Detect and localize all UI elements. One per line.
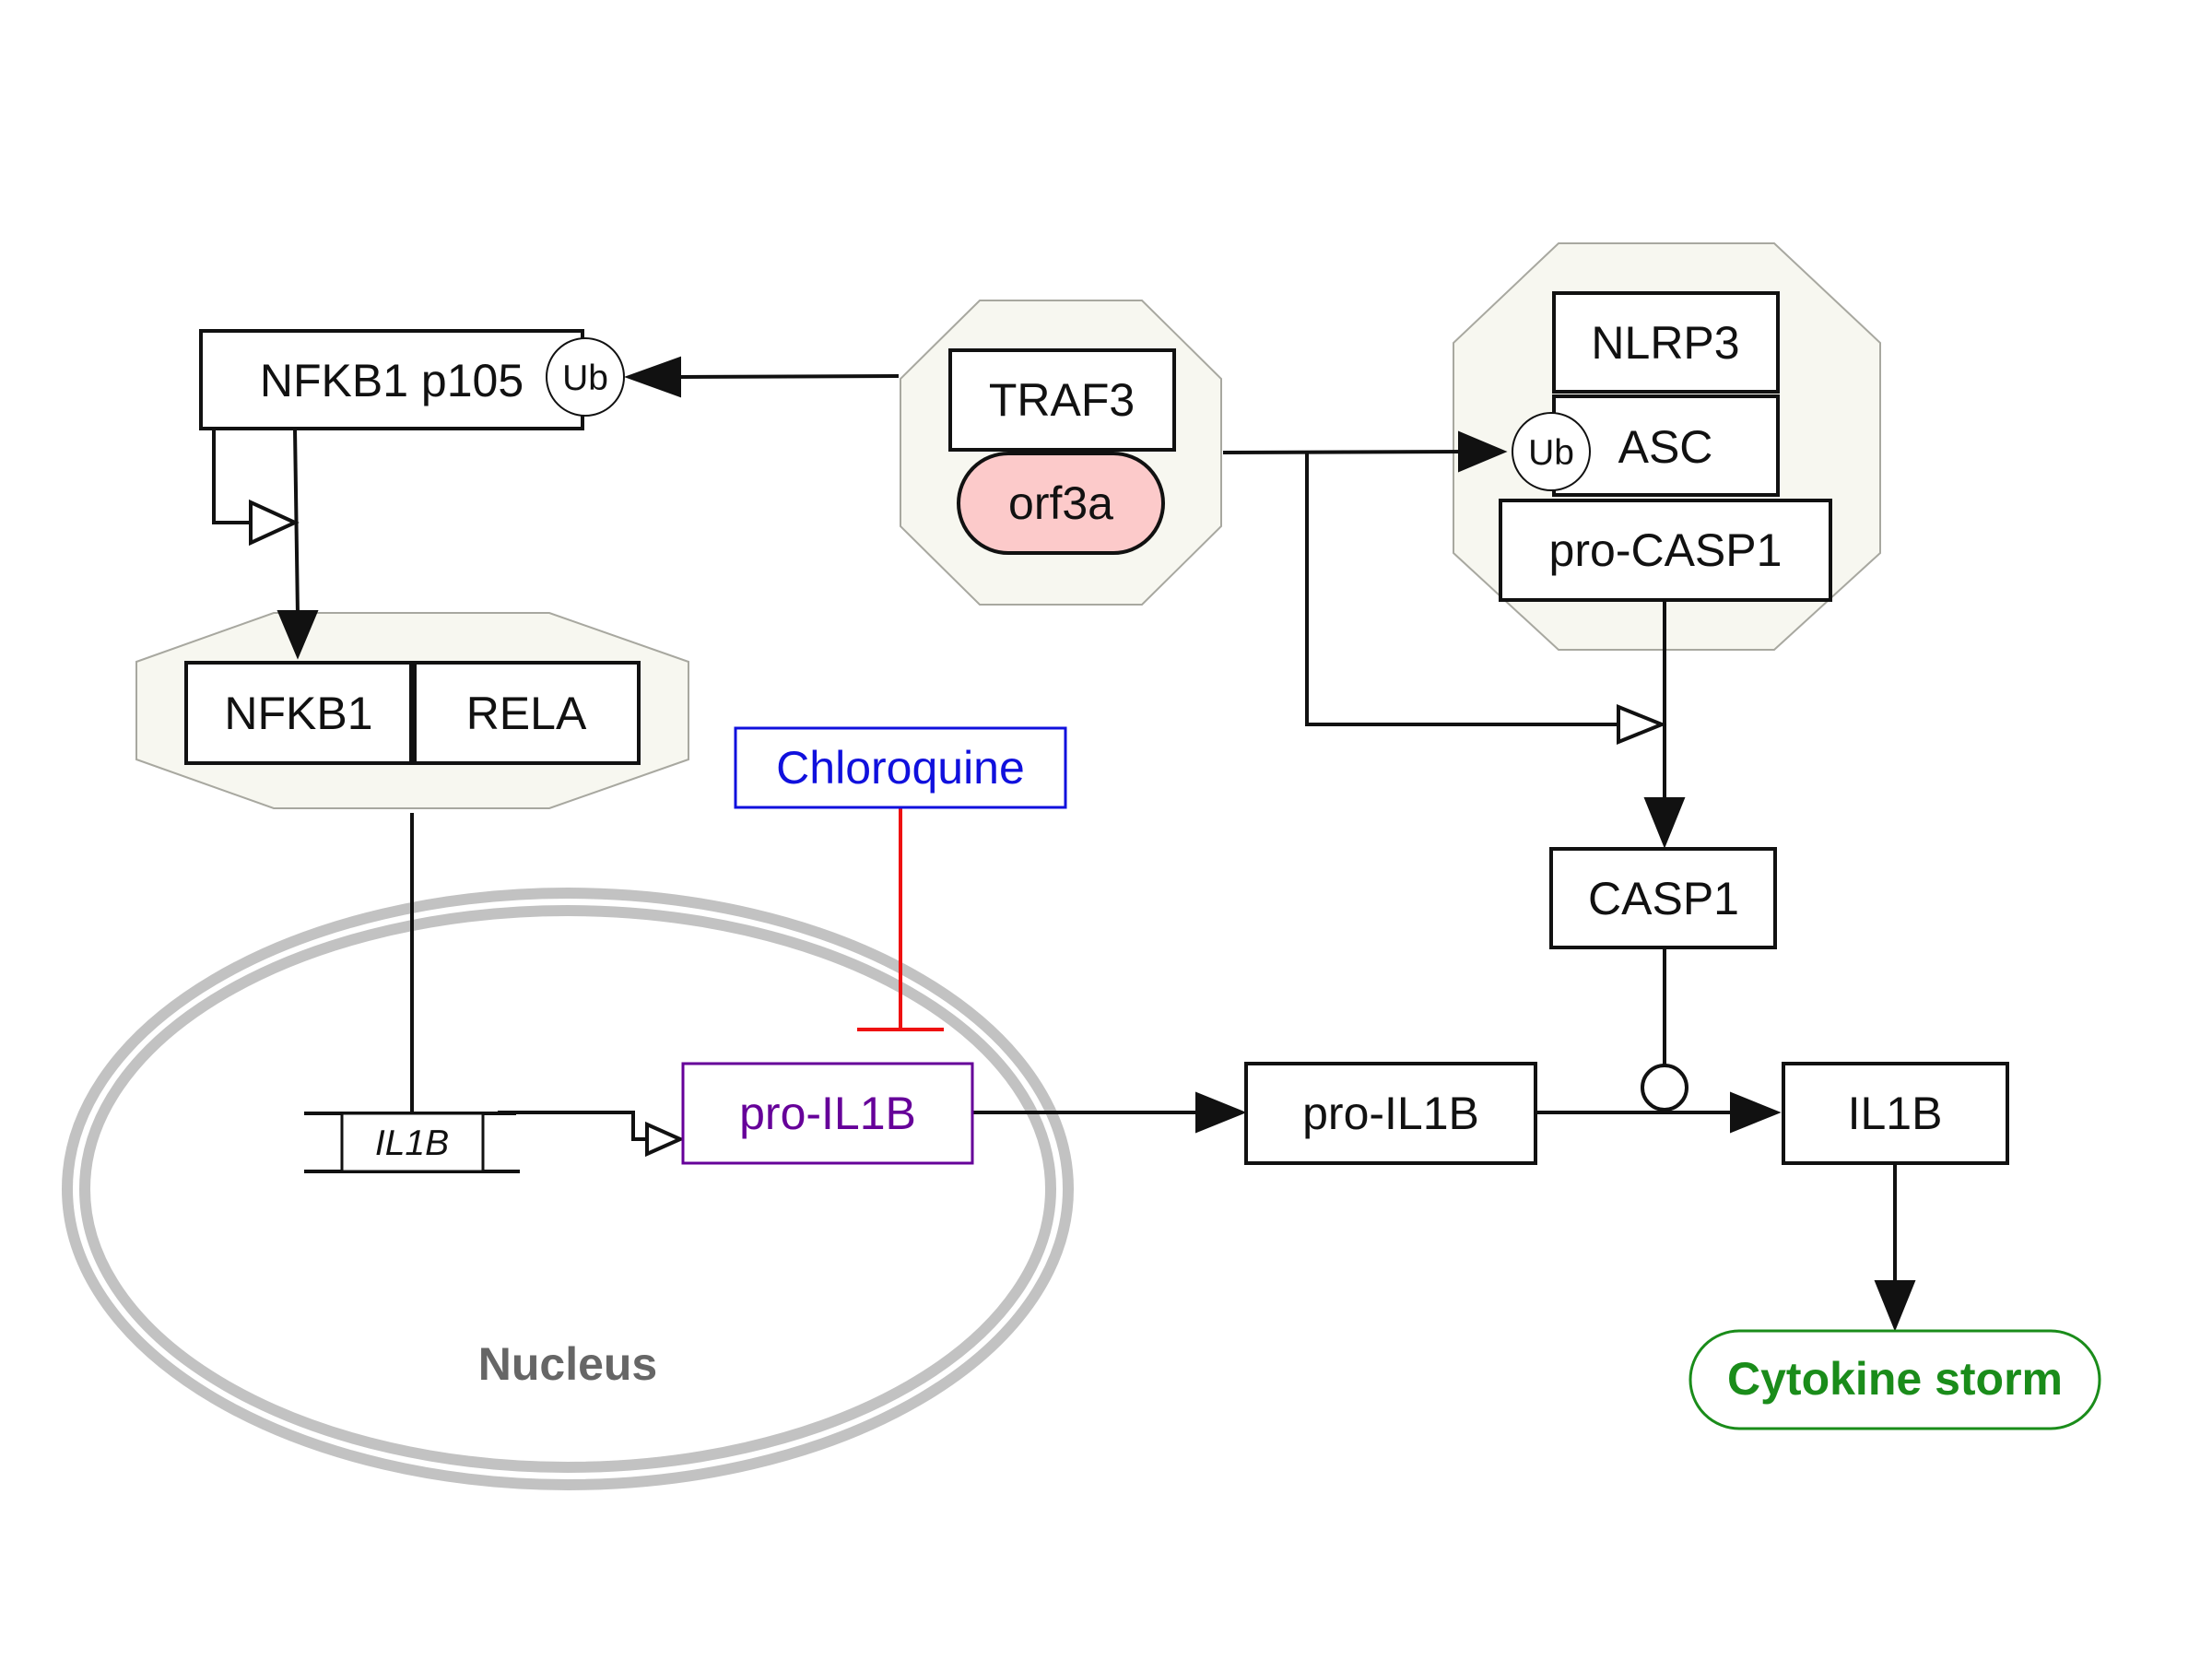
casp1-node: CASP1	[1549, 847, 1777, 949]
transcription-head-pro-il1b	[645, 1121, 685, 1158]
pro-casp1-node: pro-CASP1	[1499, 499, 1832, 602]
chloroquine-box	[734, 726, 1067, 809]
pro-il1b-nuclear-node: pro-IL1B	[681, 1062, 974, 1165]
casp1-modulation-circle	[1641, 1064, 1688, 1112]
casp1-box	[1549, 847, 1777, 949]
rela-label: RELA	[466, 688, 587, 739]
il1b-label: IL1B	[1848, 1088, 1943, 1139]
edge-traf3-to-asc	[1222, 450, 1469, 454]
nucleus-compartment: Nucleus	[62, 888, 1074, 1490]
nfkb1-label: NFKB1	[224, 688, 372, 739]
nucleus-label: Nucleus	[478, 1338, 658, 1390]
orf3a-label: orf3a	[1008, 477, 1113, 529]
arrowhead-to-pro-il1b	[1195, 1091, 1247, 1134]
arrowhead-to-nfkb-complex	[276, 610, 319, 660]
nlrp3-node: NLRP3	[1552, 291, 1780, 394]
il1b-box	[1782, 1062, 2009, 1165]
arrowhead-to-cytokine-storm	[1874, 1280, 1916, 1332]
asc-label: ASC	[1618, 421, 1713, 473]
pro-il1b-label: pro-IL1B	[1302, 1088, 1479, 1139]
pro-il1b-node: pro-IL1B	[1244, 1062, 1537, 1165]
il1b-gene-label: IL1B	[375, 1124, 449, 1163]
nfkb1-p105-node: NFKB1 p105 Ub	[199, 329, 625, 430]
il1b-node: IL1B	[1782, 1062, 2009, 1165]
gene-box	[340, 1112, 485, 1173]
arrowhead-to-nfkb1-p105	[624, 356, 681, 398]
pro-il1b-nuclear-box	[681, 1062, 974, 1165]
arrowhead-to-il1b	[1730, 1091, 1782, 1134]
nfkb1-p105-box	[199, 329, 584, 430]
il1b-gene: IL1B	[304, 1112, 520, 1173]
nfkb1-p105-label: NFKB1 p105	[260, 355, 524, 406]
traf3-label: TRAF3	[989, 374, 1135, 426]
casp1-label: CASP1	[1588, 873, 1739, 924]
chloroquine-node: Chloroquine	[734, 726, 1067, 809]
orf3a-shape	[957, 452, 1165, 555]
nlrp3-box	[1552, 291, 1780, 394]
traf3-node: TRAF3	[948, 348, 1176, 452]
arrowhead-to-casp1	[1643, 797, 1686, 849]
pro-il1b-box	[1244, 1062, 1537, 1165]
rela-node: RELA	[413, 661, 641, 765]
catalysis-head-casp1	[1617, 704, 1667, 745]
nucleus-inner-membrane	[79, 905, 1056, 1473]
chloroquine-label: Chloroquine	[776, 742, 1025, 794]
pro-casp1-label: pro-CASP1	[1549, 524, 1783, 576]
nlrp3-label: NLRP3	[1591, 317, 1739, 369]
edge-il1b-transcription	[498, 1111, 647, 1141]
cytokine-storm-shape	[1688, 1329, 2101, 1430]
pro-il1b-nuclear-label: pro-IL1B	[739, 1088, 916, 1139]
nfkb1-node: NFKB1	[184, 661, 413, 765]
asc-node: ASC Ub	[1512, 394, 1780, 497]
arrowhead-to-asc	[1458, 430, 1508, 473]
edges	[212, 374, 1897, 1281]
open-arrowheads	[249, 499, 1667, 1158]
nucleus-outer-membrane	[62, 888, 1074, 1490]
cytokine-storm-node: Cytokine storm	[1688, 1329, 2101, 1430]
edge-traf3-to-nfkb1-p105	[679, 374, 900, 379]
nfkb1-p105-ub-label: Ub	[562, 359, 608, 398]
traf3-box	[948, 348, 1176, 452]
rela-box	[413, 661, 641, 765]
nfkb1-box	[184, 661, 413, 765]
catalysis-head-nfkb1	[249, 499, 300, 547]
orf3a-node: orf3a	[957, 452, 1165, 555]
ubiquitin-modification-icon	[546, 337, 625, 417]
arrowheads	[276, 356, 1916, 1332]
pro-casp1-box	[1499, 499, 1832, 602]
asc-ub-label: Ub	[1528, 433, 1574, 473]
ubiquitin-modification-icon	[1512, 412, 1591, 491]
edge-chloroquine-inhibition	[857, 807, 944, 1031]
edge-nfkb1-p105-catalysis	[212, 429, 251, 524]
edge-traf3-catalysis-casp1	[1305, 453, 1618, 726]
cytokine-storm-label: Cytokine storm	[1727, 1353, 2063, 1405]
